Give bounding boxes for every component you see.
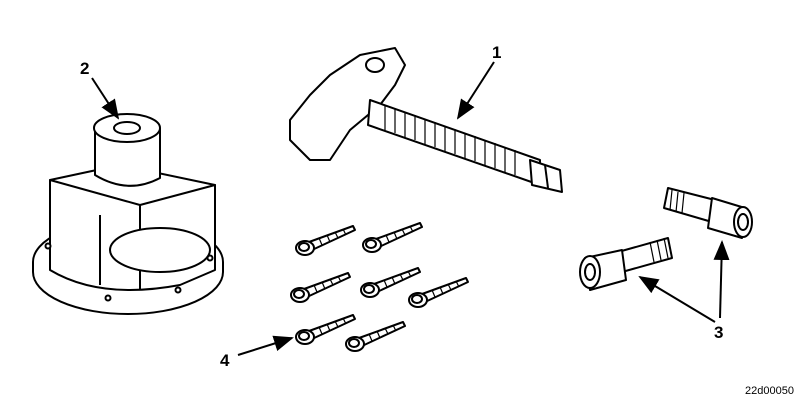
figure-code: 22d00050 <box>745 385 794 397</box>
knob-screw-part-1 <box>289 47 563 193</box>
small-screw <box>295 314 356 345</box>
small-screw <box>345 321 406 352</box>
small-screw <box>408 277 469 308</box>
callout-arrows <box>91 61 730 356</box>
small-screw <box>295 225 356 256</box>
callout-label-2: 2 <box>80 59 89 78</box>
small-screw <box>290 272 351 303</box>
cap-screw-part-3-upper <box>663 187 753 239</box>
callout-label-3: 3 <box>714 323 723 342</box>
self-tapping-screws-part-4 <box>290 222 469 352</box>
callout-label-4: 4 <box>220 351 230 370</box>
callout-label-1: 1 <box>492 43 501 62</box>
cap-screw-part-3-lower <box>579 237 673 291</box>
small-screw <box>360 267 421 298</box>
small-screw <box>362 222 423 253</box>
housing-part-2 <box>32 113 224 315</box>
